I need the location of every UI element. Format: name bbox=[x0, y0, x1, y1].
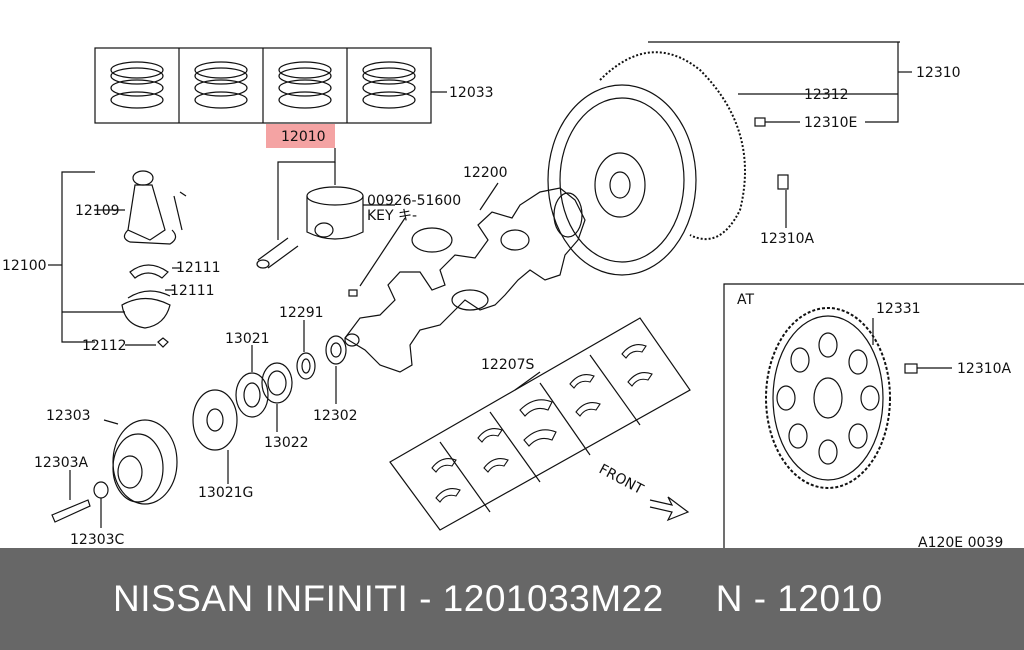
front-parts bbox=[51, 320, 347, 528]
label-13022: 13022 bbox=[264, 435, 309, 451]
label-ref-code: A120E 0039 bbox=[918, 535, 1003, 548]
label-13021: 13021 bbox=[225, 331, 270, 347]
piston-ring-sets bbox=[94, 47, 447, 124]
part-12010-highlight bbox=[266, 124, 335, 148]
label-12310E: 12310E bbox=[804, 115, 857, 131]
parts-diagram: 12033 12010 00926-51600 KEY キ- 12109 121… bbox=[2, 41, 1024, 548]
flywheel bbox=[547, 41, 912, 276]
label-12112: 12112 bbox=[82, 338, 127, 354]
label-12109: 12109 bbox=[75, 203, 120, 219]
label-12302: 12302 bbox=[313, 408, 358, 424]
label-12310: 12310 bbox=[916, 65, 961, 81]
label-12111-a: 12111 bbox=[176, 260, 221, 276]
label-12207S: 12207S bbox=[481, 357, 535, 373]
label-12303A: 12303A bbox=[34, 455, 89, 471]
crankshaft bbox=[344, 182, 586, 373]
piston-assembly bbox=[256, 148, 395, 269]
label-12111-b: 12111 bbox=[170, 283, 215, 299]
label-12331: 12331 bbox=[876, 301, 921, 317]
part-labels: 12033 12010 00926-51600 KEY キ- 12109 121… bbox=[2, 65, 1012, 548]
label-13021G: 13021G bbox=[198, 485, 253, 501]
at-flexplate bbox=[723, 283, 1024, 548]
connecting-rod-group bbox=[48, 170, 187, 348]
label-12100: 12100 bbox=[2, 258, 47, 274]
label-front: FRONT bbox=[596, 461, 646, 498]
label-12200: 12200 bbox=[463, 165, 508, 181]
label-12033: 12033 bbox=[449, 85, 494, 101]
label-12310A-at: 12310A bbox=[957, 361, 1012, 377]
label-12312: 12312 bbox=[804, 87, 849, 103]
main-bearings bbox=[389, 317, 691, 531]
label-key: KEY キ- bbox=[367, 208, 417, 224]
label-12310A: 12310A bbox=[760, 231, 815, 247]
label-12303: 12303 bbox=[46, 408, 91, 424]
label-12010: 12010 bbox=[281, 129, 326, 145]
label-12291: 12291 bbox=[279, 305, 324, 321]
part-reference: N - 12010 bbox=[715, 578, 883, 619]
brand-part-number: NISSAN INFINITI - 1201033M22 bbox=[113, 578, 664, 619]
label-00926: 00926-51600 bbox=[367, 193, 461, 209]
label-at: AT bbox=[737, 292, 754, 308]
part-number-banner: NISSAN INFINITI - 1201033M22 N - 12010 bbox=[0, 548, 1024, 650]
label-12303C: 12303C bbox=[70, 532, 125, 548]
